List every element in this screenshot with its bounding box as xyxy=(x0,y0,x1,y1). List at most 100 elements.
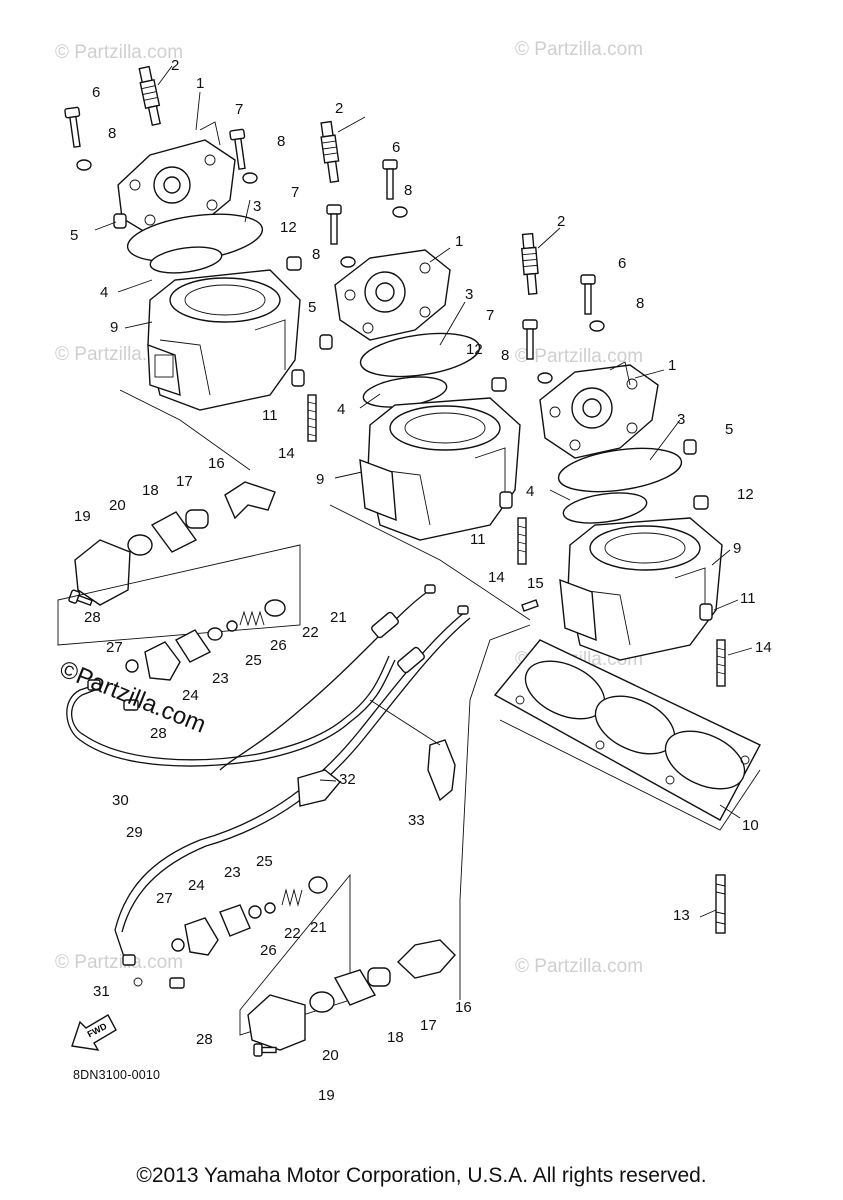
o-ring xyxy=(149,246,223,274)
gasket xyxy=(150,511,198,553)
callout-number: 11 xyxy=(262,407,278,424)
callout-number: 24 xyxy=(188,877,205,894)
cylinder-block xyxy=(359,397,521,541)
callout-number: 16 xyxy=(455,999,472,1016)
bolt xyxy=(326,204,342,245)
callout-number: 6 xyxy=(392,139,400,156)
watermark: © Partzilla.com xyxy=(515,956,643,977)
copyright-notice: ©2013 Yamaha Motor Corporation, U.S.A. A… xyxy=(136,1164,707,1187)
valve-cover xyxy=(308,876,328,894)
gasket xyxy=(333,969,377,1006)
callout-number: 27 xyxy=(106,639,123,656)
cylinder-block xyxy=(147,269,301,411)
gasket xyxy=(219,904,251,937)
callout-number: 8 xyxy=(404,182,412,199)
callout-number: 21 xyxy=(330,609,347,626)
leader-lines xyxy=(94,65,753,918)
valve-housing xyxy=(74,539,131,606)
callout-number: 30 xyxy=(112,792,129,809)
cable-and-hose-group xyxy=(66,584,531,1000)
seal xyxy=(127,534,153,556)
washer xyxy=(76,159,92,171)
callout-number: 7 xyxy=(291,184,299,201)
callout-number: 15 xyxy=(527,575,544,592)
washer xyxy=(537,372,553,384)
bolt xyxy=(229,128,246,170)
callout-number: 26 xyxy=(260,942,277,959)
callout-number: 33 xyxy=(408,812,425,829)
callout-number: 25 xyxy=(245,652,262,669)
valve-actuator xyxy=(224,481,276,520)
callout-number: 1 xyxy=(196,75,204,92)
callout-number: 6 xyxy=(618,255,626,272)
washer xyxy=(264,902,276,914)
washer xyxy=(248,905,262,919)
exhaust-valve-group-lower xyxy=(169,873,456,1057)
washer xyxy=(226,620,238,632)
cylinder-block xyxy=(559,517,723,661)
callout-number: 3 xyxy=(465,286,473,303)
nut xyxy=(491,377,507,392)
dowel-pin xyxy=(113,213,127,229)
callout-number: 27 xyxy=(156,890,173,907)
washer xyxy=(242,172,258,184)
cable-end xyxy=(457,605,469,615)
bolt xyxy=(253,1043,277,1057)
valve-cap xyxy=(184,917,219,956)
valve-housing xyxy=(247,994,306,1051)
cable-adjuster xyxy=(371,611,399,639)
callout-number: 8 xyxy=(636,295,644,312)
cable-end xyxy=(424,584,436,594)
seal xyxy=(309,991,335,1013)
dowel-pin xyxy=(499,491,513,509)
callout-number: 12 xyxy=(280,219,297,236)
callout-number: 17 xyxy=(176,473,193,490)
nut xyxy=(693,495,709,510)
callout-number: 12 xyxy=(466,341,483,358)
screw xyxy=(521,599,539,612)
callout-number: 12 xyxy=(737,486,754,503)
callout-number: 4 xyxy=(337,401,345,418)
fwd-arrow-icon: FWD xyxy=(71,1014,117,1051)
cylinder-assembly-3 xyxy=(521,232,726,687)
callout-number: 20 xyxy=(109,497,126,514)
stud-bolt xyxy=(716,639,726,687)
callout-number: 19 xyxy=(74,508,91,525)
callout-number: 16 xyxy=(208,455,225,472)
washer xyxy=(392,206,408,218)
dowel-pin xyxy=(319,334,333,350)
cable-adjuster xyxy=(397,646,425,674)
cable-holder xyxy=(297,769,341,807)
valve-actuator xyxy=(396,939,456,979)
callout-number: 7 xyxy=(486,307,494,324)
spark-plug xyxy=(320,120,340,184)
cylinder-base-gasket xyxy=(493,639,761,831)
callout-number: 25 xyxy=(256,853,273,870)
callout-number: 8 xyxy=(501,347,509,364)
watermark: © Partzilla.com xyxy=(55,952,183,973)
dowel-pin xyxy=(699,603,713,621)
washer xyxy=(207,627,223,641)
callout-number: 5 xyxy=(308,299,316,316)
o-ring xyxy=(125,659,139,673)
callout-number: 1 xyxy=(668,357,676,374)
callout-number: 22 xyxy=(302,624,319,641)
nut xyxy=(286,256,302,271)
callout-number: 28 xyxy=(196,1031,213,1048)
cylinder-head xyxy=(539,361,659,459)
cylinder-head xyxy=(117,121,236,236)
dowel-pin xyxy=(683,439,697,455)
callout-number: 8 xyxy=(108,125,116,142)
washer xyxy=(589,320,605,332)
callout-number: 28 xyxy=(84,609,101,626)
spark-plug xyxy=(138,65,161,127)
washer xyxy=(340,256,356,268)
watermark-group: © Partzilla.com © Partzilla.com © Partzi… xyxy=(55,39,643,977)
callout-number: 4 xyxy=(100,284,108,301)
callout-number: 29 xyxy=(126,824,143,841)
callout-number: 9 xyxy=(110,319,118,336)
o-ring xyxy=(562,492,648,524)
callout-number: 14 xyxy=(278,445,295,462)
throttle-cable xyxy=(219,589,431,771)
